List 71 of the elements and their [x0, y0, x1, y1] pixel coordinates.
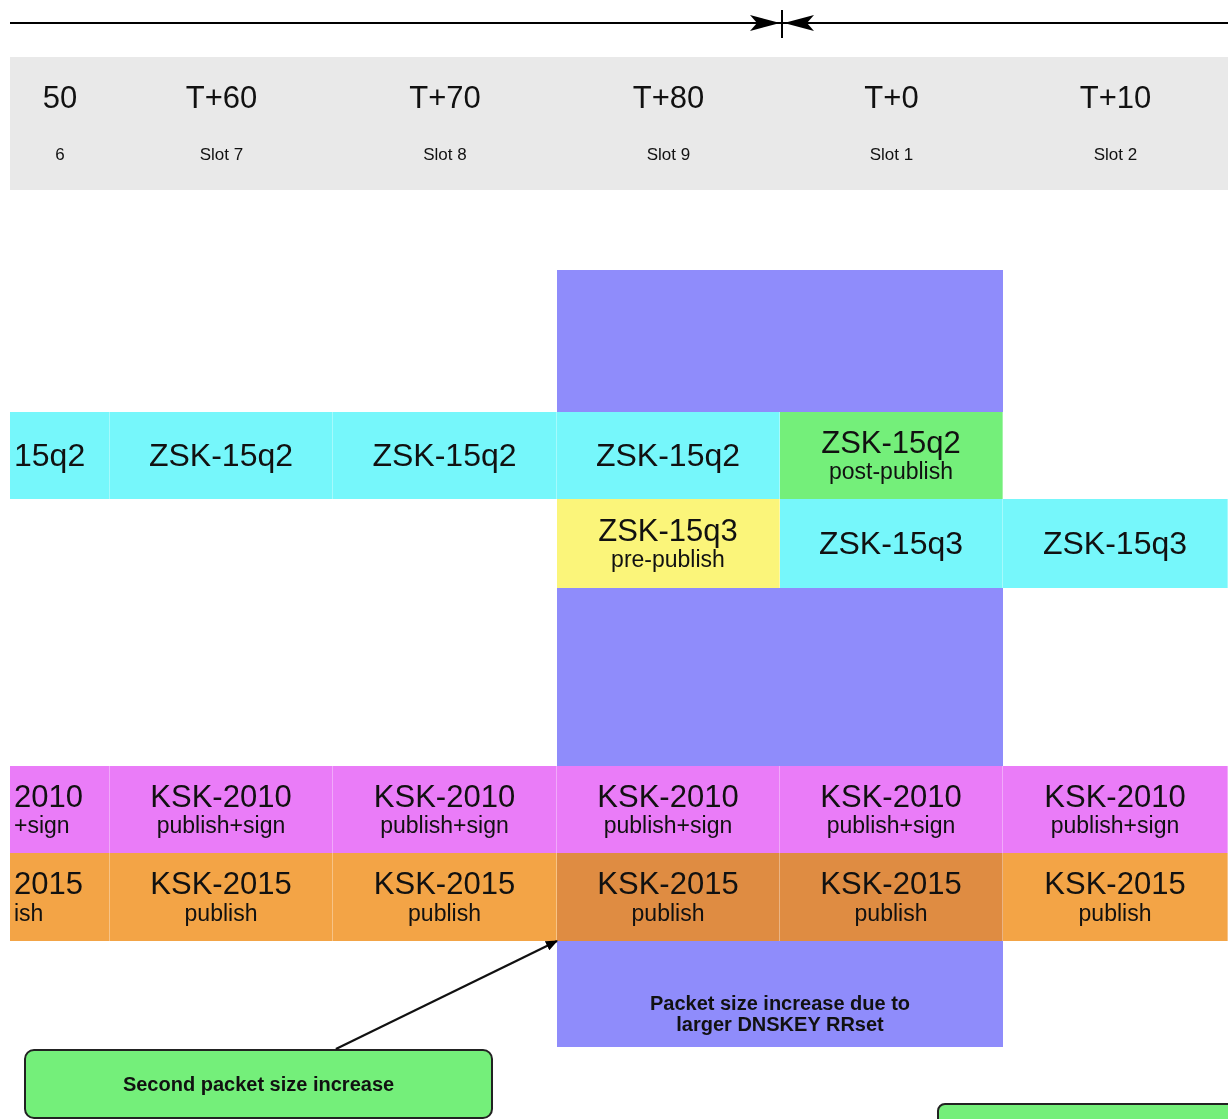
key-name: KSK-2010: [373, 780, 516, 814]
key-cell: [110, 766, 333, 853]
slot-label: Slot 2: [1093, 146, 1138, 166]
key-cell: [780, 499, 1003, 588]
key-name: ZSK-15q2: [372, 438, 517, 473]
key-state: publish+sign: [826, 813, 956, 839]
key-name: ZSK-15q2: [148, 438, 294, 473]
key-cell: [780, 853, 1003, 941]
key-state: publish: [184, 900, 258, 926]
time-label: T+80: [632, 81, 705, 115]
key-cell: [110, 412, 333, 499]
key-state: publish: [854, 900, 928, 926]
highlight-band: [557, 270, 1003, 1047]
key-cell: [333, 412, 557, 499]
key-name: 2010: [14, 780, 83, 814]
key-state: pre-publish: [611, 547, 725, 573]
key-cell: [10, 766, 110, 853]
key-name: ZSK-15q3: [1042, 526, 1188, 561]
key-cell: [333, 766, 557, 853]
key-name: ZSK-15q3: [598, 514, 738, 548]
key-name: KSK-2015: [373, 868, 516, 901]
key-name: ZSK-15q2: [821, 426, 961, 460]
key-name: KSK-2015: [150, 868, 292, 901]
key-cell: [557, 853, 780, 941]
key-cell: [780, 412, 1003, 499]
slot-label: Slot 1: [869, 146, 914, 166]
key-cell: [333, 853, 557, 941]
key-state: post-publish: [829, 459, 953, 485]
key-name: ZSK-15q2: [595, 438, 741, 473]
key-cell: [557, 766, 780, 853]
key-state: publish+sign: [380, 813, 509, 839]
slot-label: Slot 9: [646, 146, 691, 166]
key-state: publish+sign: [603, 813, 733, 839]
key-name: KSK-2010: [1044, 780, 1186, 814]
time-label: T+70: [409, 81, 481, 115]
slot-label: Slot 7: [199, 146, 244, 166]
key-state: publish: [631, 900, 705, 926]
key-cell: [10, 412, 110, 499]
key-name: KSK-2015: [1044, 868, 1186, 901]
slot-label: 6: [55, 146, 65, 166]
key-state: publish+sign: [156, 813, 286, 839]
time-label: T+0: [864, 81, 919, 115]
key-cell: [110, 853, 333, 941]
key-cell: [10, 853, 110, 941]
time-label: T+60: [185, 81, 258, 115]
callout-box: [24, 1049, 493, 1119]
key-name: KSK-2015: [820, 868, 962, 901]
key-cell: [1003, 766, 1228, 853]
annotation-text: Second packet size increase: [122, 1073, 395, 1095]
key-name: ZSK-15q3: [818, 526, 964, 561]
slot-label: Slot 8: [423, 146, 467, 166]
key-name: 15q2: [14, 438, 86, 473]
key-cell: [1003, 853, 1228, 941]
key-cell: [557, 412, 780, 499]
key-state: publish+sign: [1050, 813, 1180, 839]
key-name: KSK-2015: [597, 868, 739, 901]
key-cell: [780, 766, 1003, 853]
key-name: KSK-2010: [597, 780, 739, 814]
time-label: T+10: [1079, 81, 1152, 115]
key-state: publish: [1078, 900, 1152, 926]
arrow: [335, 940, 558, 1050]
key-state: ish: [14, 900, 44, 926]
key-name: KSK-2010: [150, 780, 292, 814]
key-state: publish: [408, 900, 481, 926]
annotation-text: Packet size increase due to larger DNSKEY RRset: [648, 993, 912, 1035]
key-name: KSK-2010: [820, 780, 962, 814]
key-cell: [557, 499, 780, 588]
key-name: 2015: [14, 868, 83, 901]
key-state: +sign: [14, 813, 70, 839]
time-label: 50: [42, 81, 78, 115]
key-cell: [1003, 499, 1228, 588]
